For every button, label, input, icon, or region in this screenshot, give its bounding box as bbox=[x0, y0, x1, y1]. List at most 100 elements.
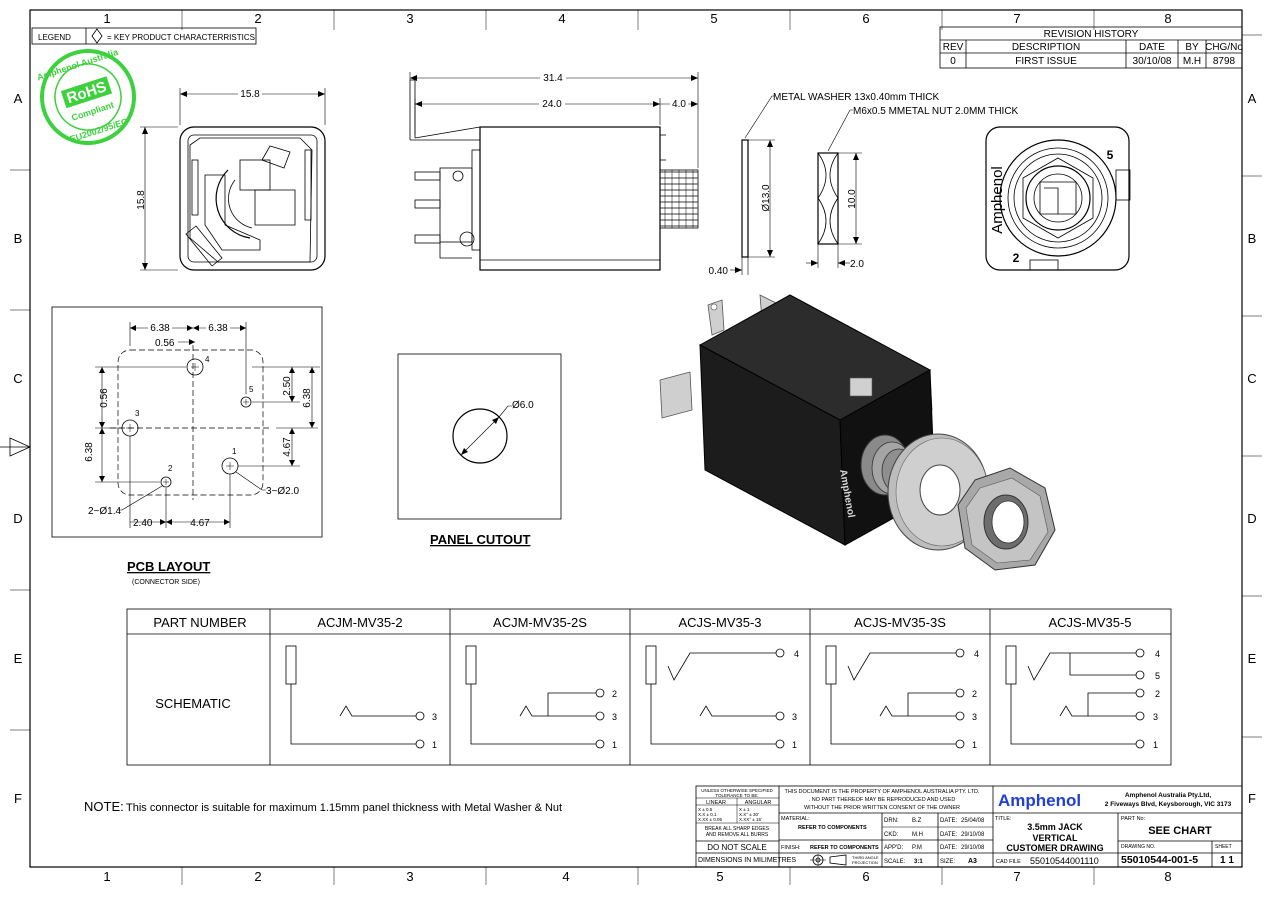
tol-head-2: TOLERANCE TO BE: bbox=[715, 793, 758, 798]
legend-box: LEGEND = KEY PRODUCT CHARACTERRISTICS bbox=[31, 27, 257, 45]
title-line-2: VERTICAL bbox=[1033, 833, 1079, 843]
sheet-border bbox=[29, 9, 1243, 868]
row-marker-f-right: F bbox=[1248, 791, 1256, 806]
col-marker-4: 4 bbox=[558, 11, 565, 26]
part-header-4: ACJS-MV35-3S bbox=[854, 615, 946, 630]
col-marker-8-bottom: 8 bbox=[1164, 869, 1171, 884]
note-text: This connector is suitable for maximum 1… bbox=[126, 802, 562, 814]
schematic-4-pin-b: 2 bbox=[972, 689, 977, 699]
chg-header: CHG/No bbox=[1205, 42, 1243, 53]
pcb-hole-4 bbox=[186, 358, 204, 376]
col-marker-3: 3 bbox=[406, 11, 413, 26]
appd-value: P.M bbox=[912, 845, 922, 851]
col-marker-5-bottom: 5 bbox=[716, 869, 723, 884]
row-marker-b-right: B bbox=[1248, 231, 1257, 246]
washer-thickness-dim: 0.40 bbox=[709, 266, 729, 277]
pcb-layout: 4 5 3 2 1 6.38 6.38 0.56 0.56 6.38 2.50 … bbox=[51, 306, 323, 586]
rear-pin-5: 5 bbox=[1107, 148, 1114, 162]
break-edges-2: AND REMOVE ALL BURRS bbox=[706, 832, 769, 838]
pcb-dim-offset-top: 0.56 bbox=[155, 338, 175, 349]
pcb-hole-small-dim: 2~Ø1.4 bbox=[88, 506, 122, 517]
schematic-3-pin-c: 1 bbox=[792, 740, 797, 750]
schematic-acjm-mv35-2s: 2 3 1 bbox=[465, 645, 617, 750]
note-label: NOTE: bbox=[84, 799, 124, 814]
pcb-dim-offset-left: 0.56 bbox=[99, 388, 110, 408]
revision-history-table: REVISION HISTORY REV DESCRIPTION DATE BY… bbox=[939, 26, 1243, 69]
row-marker-e: E bbox=[14, 651, 23, 666]
scale-label: SCALE: bbox=[884, 859, 906, 865]
rear-view: Amphenol 5 2 bbox=[985, 126, 1131, 271]
col-marker-8: 8 bbox=[1164, 11, 1171, 26]
nut-label: M6x0.5 MMETAL NUT 2.0MM THICK bbox=[853, 106, 1019, 117]
washer-side-view: Ø13.0 0.40 METAL WASHER 13x0.40mm THICK bbox=[709, 92, 940, 277]
row-marker-c-right: C bbox=[1247, 371, 1256, 386]
pcb-hole-5 bbox=[240, 396, 252, 408]
pcb-pin-label-3: 3 bbox=[135, 409, 140, 418]
front-height-dim: 15.8 bbox=[136, 190, 147, 210]
projection-text-1: THIRD ANGLE bbox=[852, 855, 879, 860]
part-header-2: ACJM-MV35-2S bbox=[493, 615, 587, 630]
revision-title: REVISION HISTORY bbox=[1044, 29, 1139, 40]
isometric-render: Amphenol bbox=[659, 294, 1056, 571]
schematic-5-pin-d: 3 bbox=[1153, 712, 1158, 722]
pcb-dim-467: 4.67 bbox=[190, 518, 210, 529]
col-marker-2-bottom: 2 bbox=[254, 869, 261, 884]
pcb-pin-label-1: 1 bbox=[232, 447, 237, 456]
schematic-row-label: SCHEMATIC bbox=[155, 696, 231, 711]
row-markers: A B C D E F A B C D E F bbox=[13, 91, 1256, 806]
thread-icon bbox=[659, 169, 699, 229]
date-header: DATE bbox=[1139, 42, 1165, 53]
cad-value: 55010544001110 bbox=[1030, 856, 1099, 866]
tol-ang-3: X.XX° ± 15' bbox=[739, 817, 762, 822]
schematic-table: PART NUMBER ACJM-MV35-2 ACJM-MV35-2S ACJ… bbox=[126, 608, 1172, 766]
sheet-value: 1 1 bbox=[1220, 855, 1234, 866]
do-not-scale: DO NOT SCALE bbox=[707, 843, 766, 852]
description-value: FIRST ISSUE bbox=[1015, 56, 1077, 67]
col-marker-6-bottom: 6 bbox=[862, 869, 869, 884]
property-line-2: . NO PART THEREOF MAY BE REPRODUCED AND … bbox=[809, 797, 956, 803]
pcb-dim-left-vertical: 6.38 bbox=[84, 442, 95, 462]
schematic-acjs-mv35-3: 4 3 1 bbox=[645, 645, 799, 750]
row-marker-d: D bbox=[13, 511, 22, 526]
company-address: 2 Fiveways Blvd, Keysborough, VIC 3173 bbox=[1105, 801, 1232, 808]
property-line-3: WITHOUT THE PRIOR WRITTEN CONSENT OF THE… bbox=[804, 805, 960, 811]
dimensions-note: DIMENSIONS IN MILIMETRES bbox=[698, 857, 796, 864]
rohs-stamp: RoHS Compliant Amphenol Australia EU2002… bbox=[36, 47, 136, 145]
panel-title: PANEL CUTOUT bbox=[430, 532, 530, 547]
pcb-dim-467-vertical: 4.67 bbox=[282, 437, 293, 457]
schematic-5-pin-c: 2 bbox=[1155, 689, 1160, 699]
ckd-value: M.H bbox=[912, 832, 923, 838]
third-angle-projection-icon bbox=[810, 854, 847, 866]
appd-label: APP'D: bbox=[884, 845, 903, 851]
schematic-3-pin-a: 4 bbox=[794, 649, 799, 659]
tol-lin-3: X.XX ± 0.05 bbox=[698, 817, 722, 822]
schematic-5-pin-b: 5 bbox=[1155, 671, 1160, 681]
rev-value: 0 bbox=[950, 56, 956, 67]
col-marker-1-bottom: 1 bbox=[103, 869, 110, 884]
washer-diameter-dim: Ø13.0 bbox=[761, 184, 772, 212]
col-marker-5: 5 bbox=[710, 11, 717, 26]
scale-value: 3:1 bbox=[914, 859, 923, 865]
by-header: BY bbox=[1185, 42, 1199, 53]
by-value: M.H bbox=[1183, 56, 1201, 67]
thread-length-dim: 4.0 bbox=[672, 99, 686, 110]
material-value: REFER TO COMPONENTS bbox=[798, 825, 867, 831]
centering-arrow-icon bbox=[0, 437, 31, 457]
body-length-dim: 24.0 bbox=[542, 99, 562, 110]
rohs-badge-icon bbox=[60, 76, 113, 109]
side-view: 31.4 24.0 4.0 bbox=[409, 72, 699, 271]
finish-value: REFER TO COMPONENTS bbox=[810, 845, 879, 851]
drn-value: B.Z bbox=[912, 818, 922, 824]
schematic-1-pin-a: 3 bbox=[432, 712, 437, 722]
sheet-label: SHEET bbox=[1215, 844, 1232, 850]
schematic-3-pin-b: 3 bbox=[792, 712, 797, 722]
company-logo-text: Amphenol bbox=[998, 791, 1081, 810]
pcb-pin-label-4: 4 bbox=[205, 355, 210, 364]
row-marker-f: F bbox=[14, 791, 22, 806]
part-no-label: PART No: bbox=[1121, 816, 1146, 822]
pcb-dim-250: 2.50 bbox=[282, 376, 293, 396]
date-value-2: 29/10/08 bbox=[961, 832, 985, 838]
front-view: 15.8 15.8 bbox=[136, 88, 326, 271]
part-header-5: ACJS-MV35-5 bbox=[1048, 615, 1131, 630]
schematic-1-pin-b: 1 bbox=[432, 740, 437, 750]
